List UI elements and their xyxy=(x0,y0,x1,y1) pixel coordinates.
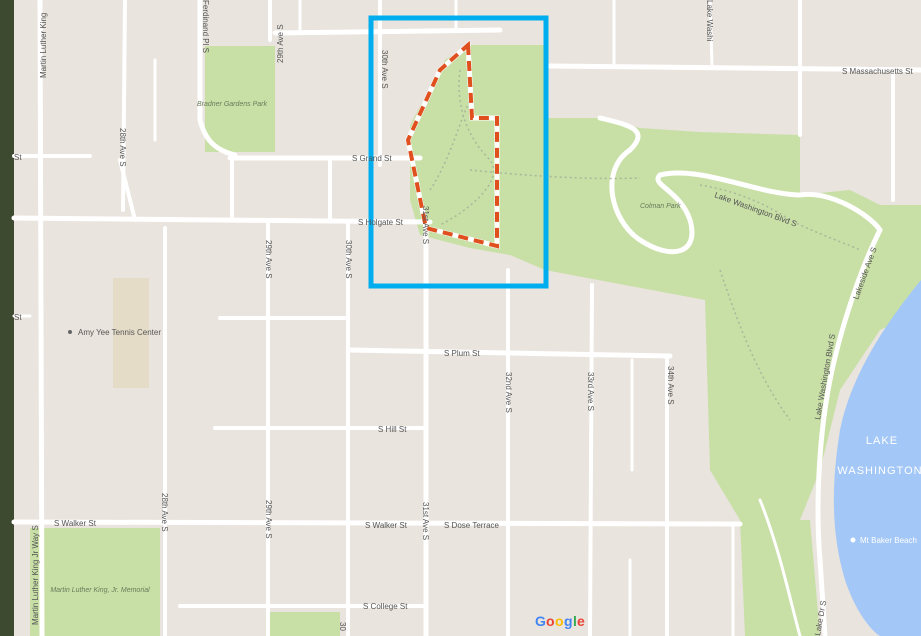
highlight-box xyxy=(368,15,549,289)
google-logo-letter: l xyxy=(573,613,577,629)
street-label-st-b: St xyxy=(14,313,22,322)
beach-marker-icon[interactable] xyxy=(850,537,856,543)
colman-park-area xyxy=(410,45,921,525)
google-logo-letter: o xyxy=(555,613,564,629)
water-label-washington: WASHINGTON xyxy=(837,465,921,477)
amy-yee-marker-icon[interactable] xyxy=(68,330,72,334)
mlk-memorial-park-area xyxy=(30,528,160,636)
street-label-29th-mid: 29th Ave S xyxy=(264,240,273,279)
street-label-28th-top: 28th Ave S xyxy=(118,128,127,167)
street-label-28th-bottom: 28th Ave S xyxy=(160,493,169,532)
tennis-center-area xyxy=(113,278,149,388)
place-label-colman[interactable]: Colman Park xyxy=(640,203,681,210)
street-label-walker-left: S Walker St xyxy=(54,519,97,528)
street-label-walker-mid: S Walker St xyxy=(365,521,408,530)
park-southeast xyxy=(740,520,820,636)
street-label-college: S College St xyxy=(363,602,408,611)
street-label-holgate: S Holgate St xyxy=(358,218,404,227)
street-label-hill: S Hill St xyxy=(378,425,407,434)
street-label-30th-mid: 30th Ave S xyxy=(344,240,353,279)
street-label-mlk-bottom: Martin Luther King Jr Way S xyxy=(31,525,40,625)
street-label-31st-bottom: 31st Ave S xyxy=(421,502,430,540)
google-logo: G o o g l e xyxy=(535,613,585,629)
street-label-30th-top: 30th Ave S xyxy=(380,50,389,89)
road-network xyxy=(11,0,921,636)
park-bottom xyxy=(270,612,340,636)
street-label-dose-terrace: S Dose Terrace xyxy=(444,521,500,530)
google-logo-letter: G xyxy=(535,613,546,629)
water-label-lake: LAKE xyxy=(866,435,898,447)
bradner-park-area xyxy=(205,46,275,152)
place-label-mt-baker-beach[interactable]: Mt Baker Beach xyxy=(860,536,917,545)
street-label-29th-top: 29th Ave S xyxy=(276,24,285,63)
place-label-amy-yee[interactable]: Amy Yee Tennis Center xyxy=(78,328,161,337)
street-label-plum: S Plum St xyxy=(444,349,480,358)
street-label-lake-wa-ave: Lake Washi xyxy=(705,0,714,42)
street-label-mlk-top: Martin Luther King xyxy=(39,13,48,78)
lake-washington xyxy=(833,280,921,636)
satellite-edge xyxy=(0,0,14,636)
site-boundary xyxy=(405,40,499,249)
street-label-truncated-30: 30 xyxy=(338,622,347,631)
google-logo-letter: o xyxy=(546,613,555,629)
park-trails xyxy=(429,69,861,421)
place-label-mlk-memorial[interactable]: Martin Luther King, Jr. Memorial xyxy=(50,587,150,594)
street-label-32nd: 32nd Ave S xyxy=(504,372,513,413)
street-label-33rd: 33rd Ave S xyxy=(586,372,595,411)
street-label-ferdinand: Ferdinand Pl S xyxy=(201,0,210,53)
street-label-massachusetts: S Massachusetts St xyxy=(842,67,913,76)
street-label-31st: 31st Ave S xyxy=(421,206,430,244)
street-label-34th: 34th Ave S xyxy=(666,366,675,405)
google-logo-letter: e xyxy=(577,613,585,629)
street-label-grand: S Grand St xyxy=(352,154,392,163)
street-label-st-a: St xyxy=(14,153,22,162)
google-logo-letter: g xyxy=(564,613,573,629)
place-label-bradner[interactable]: Bradner Gardens Park xyxy=(197,101,268,108)
street-label-29th-bottom: 29th Ave S xyxy=(264,500,273,539)
